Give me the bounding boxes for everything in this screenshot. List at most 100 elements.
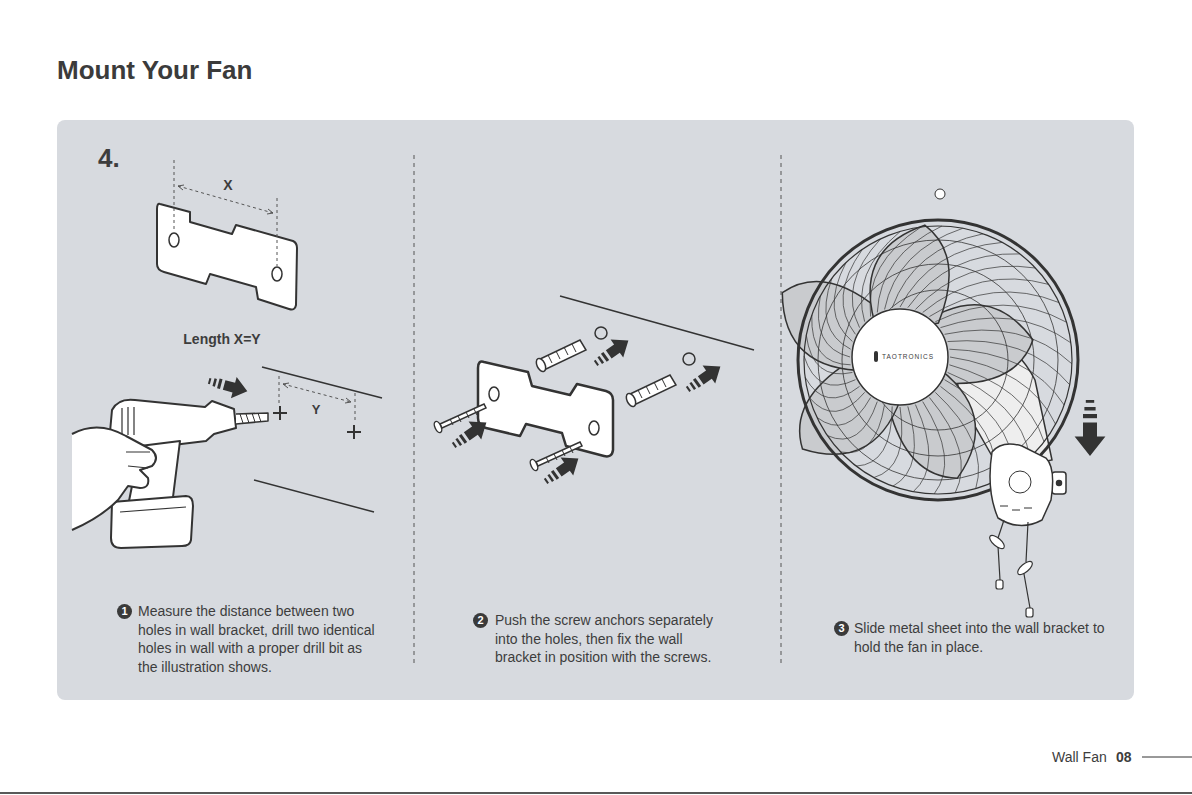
fan-grille — [929, 292, 1059, 317]
pull-cord — [998, 520, 1004, 580]
dimension-label: X — [223, 177, 232, 193]
step-panel — [57, 120, 1134, 700]
step-instruction: Measure the distance between two holes i… — [138, 602, 378, 676]
brand-logo: TAOTRONICS — [882, 353, 934, 360]
footer-rule — [1142, 757, 1192, 758]
fan-grille — [826, 278, 851, 349]
control-box — [990, 444, 1053, 526]
step-instruction: Push the screw anchors separately into t… — [495, 611, 730, 667]
power-drill — [72, 427, 156, 530]
fan-grille — [913, 405, 929, 492]
page-title: Mount Your Fan — [57, 55, 252, 86]
fan-grille — [923, 402, 945, 494]
dimension-y — [355, 393, 356, 422]
dimension-y — [283, 384, 351, 402]
fan-grille — [861, 231, 900, 321]
page-edge-rule — [0, 792, 1192, 794]
wall-bracket — [272, 267, 282, 281]
wall-line — [560, 296, 754, 350]
dimension-x — [277, 198, 278, 266]
pull-cord — [1016, 559, 1035, 577]
wall-line — [254, 367, 382, 512]
screw — [529, 458, 540, 471]
fan-hub — [874, 351, 878, 362]
power-drill — [72, 400, 268, 548]
divider — [781, 155, 782, 665]
power-drill — [240, 413, 261, 423]
dimension-x — [174, 160, 175, 232]
fan-hub — [935, 189, 945, 199]
drill-mark — [347, 425, 361, 439]
dimension-label: Y — [312, 402, 321, 417]
fan-grille — [817, 397, 871, 425]
fan-motor-housing — [1052, 472, 1066, 494]
fan-grille — [935, 305, 1066, 322]
page-number: 08 — [1116, 749, 1132, 765]
step-instruction: Slide metal sheet into the wall bracket … — [854, 619, 1119, 656]
manual-illustration — [681, 358, 726, 399]
wall-line — [262, 367, 382, 398]
fan-grille — [812, 315, 851, 365]
drill-mark — [273, 406, 287, 420]
callout-number: 3 — [834, 621, 849, 636]
wall-bracket — [478, 362, 613, 457]
callout-number: 1 — [117, 604, 132, 619]
fan-grille — [806, 335, 852, 374]
screw-anchor — [683, 353, 695, 365]
fan-grille — [949, 365, 1044, 442]
wall-bracket — [157, 204, 297, 310]
control-box — [990, 444, 1053, 526]
fan-grille — [893, 406, 914, 486]
fan-grille — [929, 397, 961, 492]
control-box — [1009, 471, 1031, 493]
power-drill — [111, 496, 193, 548]
fan-grille — [818, 240, 1058, 480]
fan-grille — [949, 349, 1064, 405]
wall-bracket — [589, 421, 599, 435]
manual-illustration — [589, 332, 634, 373]
wall-bracket — [489, 387, 499, 401]
pull-cord — [1026, 608, 1033, 617]
manual-illustration — [1075, 400, 1106, 456]
fan-grille — [950, 357, 1056, 424]
manual-illustration — [206, 370, 250, 402]
screw — [433, 420, 444, 433]
fan-grille — [935, 392, 978, 488]
fan-grille — [805, 377, 859, 398]
fan-grille — [940, 318, 1070, 343]
wall-line — [254, 480, 374, 512]
screw-anchor — [534, 327, 695, 408]
dimension-y — [279, 376, 280, 404]
screw-anchor — [548, 344, 576, 363]
dimension-y — [279, 376, 355, 422]
fan-grille — [874, 407, 902, 478]
pull-cord — [988, 533, 1007, 551]
callout-number: 2 — [473, 613, 488, 628]
wall-bracket — [157, 204, 297, 310]
fan-blade — [764, 213, 1037, 486]
fan-grille — [900, 242, 1002, 307]
fan-hub — [852, 309, 948, 405]
dimension-note: Length X=Y — [183, 331, 260, 347]
pull-cord — [996, 580, 1003, 589]
fan-grille — [940, 386, 996, 481]
fan-grille — [945, 330, 1072, 364]
power-drill — [236, 413, 268, 424]
screw-anchor — [595, 327, 607, 339]
fan-motor-housing — [1057, 481, 1062, 486]
screw-anchor — [624, 392, 637, 408]
fan-grille — [804, 356, 855, 385]
fan-grille — [923, 279, 1049, 312]
dimension-x — [174, 160, 277, 266]
pull-cord — [988, 520, 1035, 617]
fan-grille — [948, 341, 1070, 385]
wall-bracket — [478, 362, 613, 457]
screw-anchor — [638, 379, 666, 398]
manual-illustration — [539, 450, 584, 491]
divider — [414, 155, 415, 665]
power-drill — [126, 452, 150, 468]
manual-illustration — [447, 414, 492, 455]
screw — [433, 404, 582, 472]
